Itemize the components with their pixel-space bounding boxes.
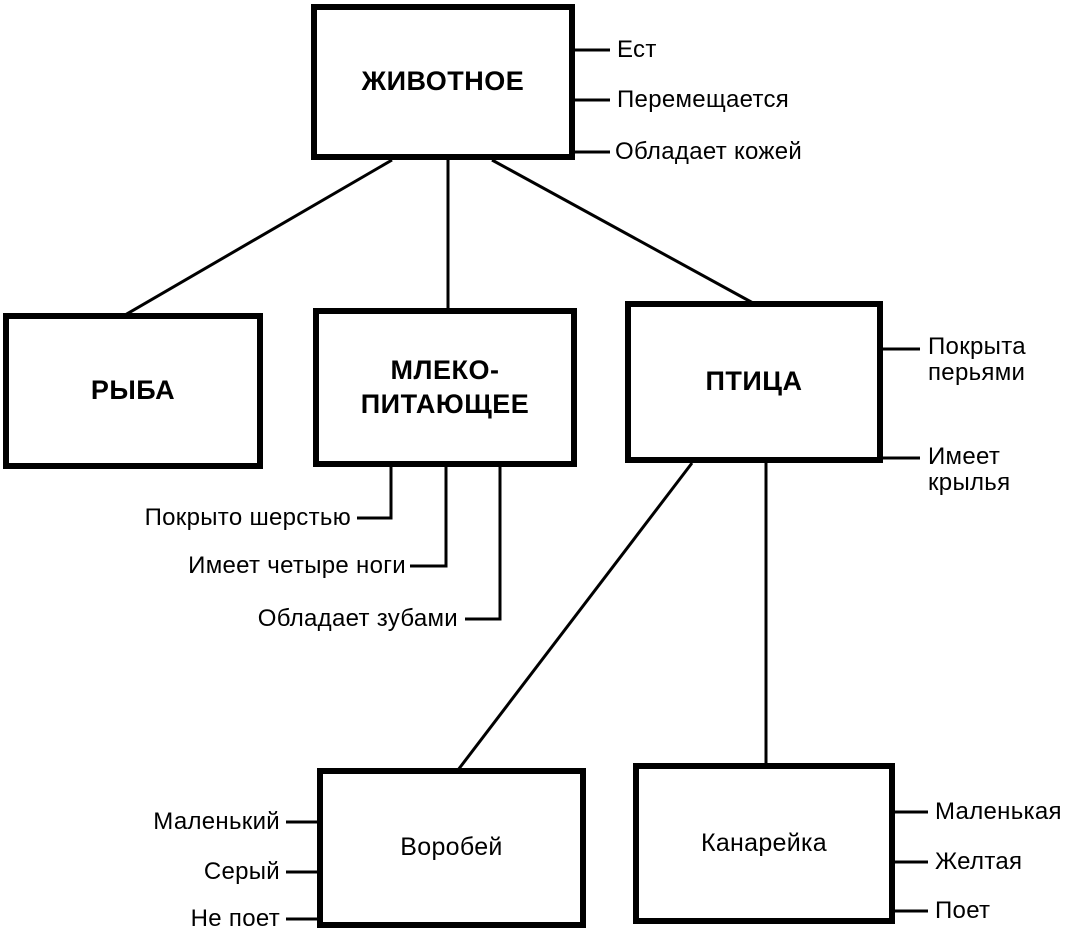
node-mammal: МЛЕКО- ПИТАЮЩЕЕ (313, 308, 577, 467)
prop-bird-wings: Имеет крылья (928, 443, 1011, 497)
prop-mammal-teeth: Обладает зубами (257, 605, 458, 632)
prop-canary-small: Маленькая (935, 798, 1062, 825)
node-canary-label: Канарейка (700, 828, 828, 857)
node-bird: ПТИЦА (625, 301, 883, 463)
prop-mammal-fur: Покрыто шерстью (144, 504, 351, 531)
prop-animal-skin: Обладает кожей (615, 138, 803, 165)
node-fish-label: РЫБА (90, 375, 176, 406)
prop-sparrow-nosing: Не поет (190, 905, 280, 932)
prop-canary-yellow: Желтая (935, 848, 1023, 875)
node-animal-label: ЖИВОТНОЕ (361, 66, 525, 97)
prop-bird-feathers: Покрыта перьями (928, 333, 1026, 387)
edge-animal-fish (124, 158, 393, 317)
node-animal: ЖИВОТНОЕ (311, 4, 575, 160)
node-sparrow: Воробей (317, 768, 586, 928)
node-canary: Канарейка (633, 763, 895, 924)
edge-animal-bird (491, 158, 754, 305)
prop-canary-sings: Поет (935, 897, 991, 924)
node-fish: РЫБА (3, 313, 263, 469)
tick-mammal-teeth (465, 467, 502, 621)
prop-animal-eats: Ест (617, 36, 657, 63)
prop-sparrow-small: Маленький (153, 808, 280, 835)
node-bird-label: ПТИЦА (705, 366, 803, 397)
edge-bird-sparrow (456, 462, 694, 771)
prop-mammal-legs: Имеет четыре ноги (188, 552, 406, 579)
node-mammal-label: МЛЕКО- ПИТАЮЩЕЕ (360, 354, 530, 419)
node-sparrow-label: Воробей (400, 833, 503, 862)
tick-mammal-fur (357, 467, 393, 520)
tick-mammal-legs (410, 467, 448, 568)
prop-sparrow-grey: Серый (203, 858, 280, 885)
prop-animal-moves: Перемещается (617, 86, 790, 113)
